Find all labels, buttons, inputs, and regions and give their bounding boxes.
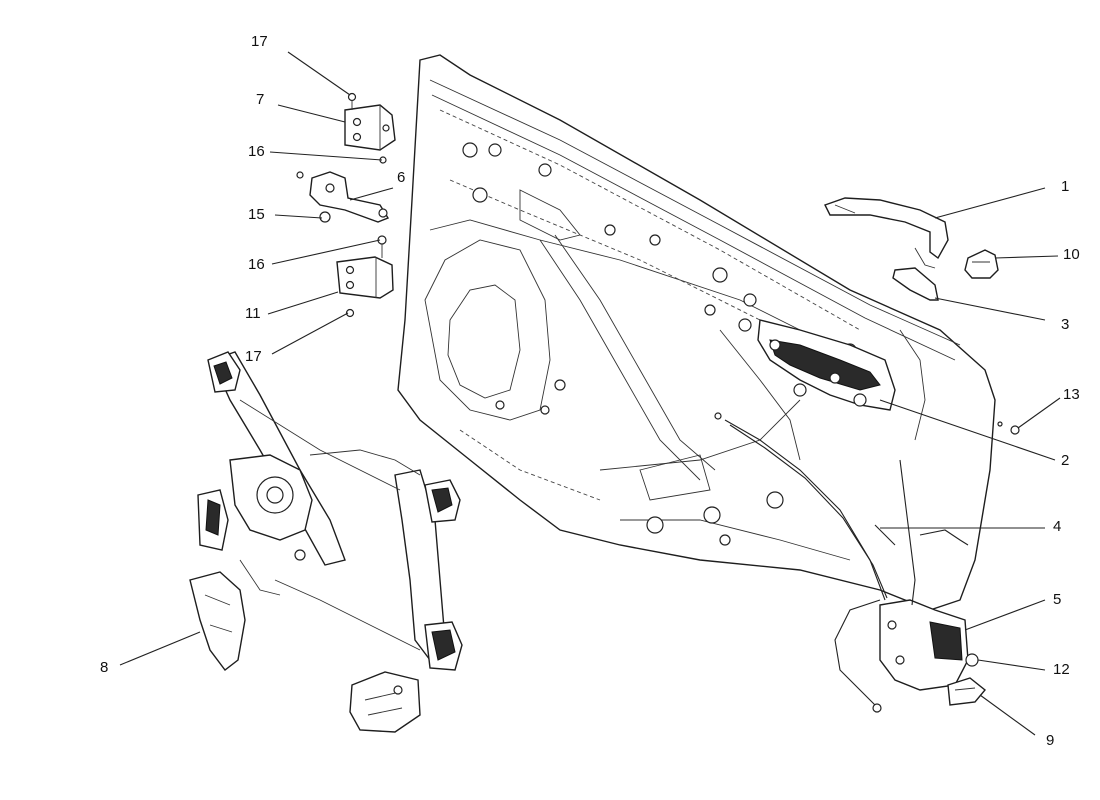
callout-3: 3 <box>1061 316 1070 333</box>
callout-13: 13 <box>1063 386 1080 403</box>
callout-2: 2 <box>1061 452 1070 469</box>
interior-door-handle <box>757 319 896 411</box>
window-regulator <box>189 351 463 733</box>
door-check-strap <box>309 171 390 223</box>
callout-7: 7 <box>256 91 265 108</box>
callout-4: 4 <box>1053 518 1062 535</box>
callout-12: 12 <box>1053 661 1070 678</box>
callout-17-bottom: 17 <box>245 348 262 365</box>
callout-1: 1 <box>1061 178 1070 195</box>
handle-gasket <box>892 267 939 301</box>
door-lock-actuator <box>879 599 969 691</box>
lock-cap <box>965 653 979 667</box>
callout-16-lower: 16 <box>248 256 265 273</box>
leader-lines <box>119 51 1061 736</box>
handle-cap-trim <box>964 249 999 279</box>
callout-10: 10 <box>1063 246 1080 263</box>
bolts <box>296 92 1020 435</box>
lower-hinge <box>336 256 394 299</box>
lock-cables <box>714 412 969 713</box>
callout-11: 11 <box>245 305 261 322</box>
upper-hinge <box>344 104 396 151</box>
callout-6: 6 <box>397 169 406 186</box>
striker-plate <box>947 677 986 706</box>
callout-15: 15 <box>248 206 265 223</box>
exterior-door-handle <box>824 197 949 269</box>
callout-5: 5 <box>1053 591 1062 608</box>
callout-8: 8 <box>100 659 109 676</box>
callout-16-upper: 16 <box>248 143 265 160</box>
door-inner-panel <box>397 54 996 611</box>
callout-9: 9 <box>1046 732 1055 749</box>
callout-17-top: 17 <box>251 33 268 50</box>
